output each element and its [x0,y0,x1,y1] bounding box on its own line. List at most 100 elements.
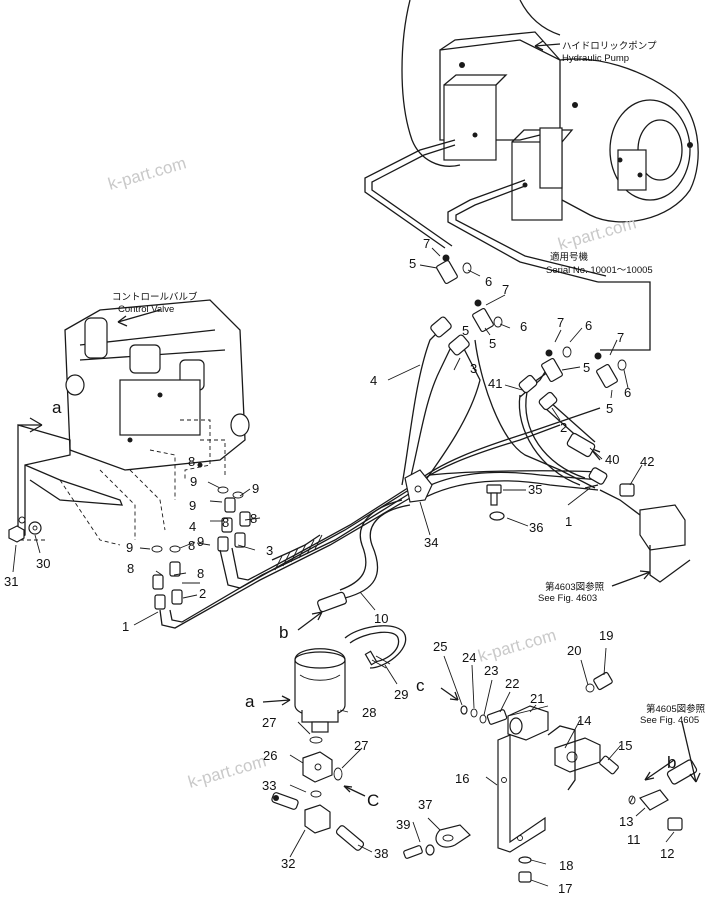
callout-8: 8 [250,511,257,526]
callout-8: 8 [188,454,195,469]
pump-outlet-lines [364,139,651,351]
see-fig-4605-jp: 第4605図参照 [646,703,706,715]
callout-25: 25 [433,639,447,654]
hose-10 [317,499,411,613]
callout-5: 5 [462,323,469,338]
callout-21: 21 [530,691,544,706]
callout-7: 7 [423,236,430,251]
callout-7: 7 [502,282,509,297]
filter-fittings [271,736,365,851]
callout-20: 20 [567,643,581,658]
callout-24: 24 [462,650,476,665]
callout-5: 5 [583,360,590,375]
watermarks: k-part.com k-part.com k-part.com k-part.… [106,153,638,791]
watermark-2: k-part.com [556,213,638,253]
callout-28: 28 [362,705,376,720]
callout-30: 30 [36,556,50,571]
callout-10: 10 [374,611,388,626]
callout-17: 17 [558,881,572,896]
see-fig-4603-jp: 第4603図参照 [545,581,605,593]
callout-16: 16 [455,771,469,786]
callout-26: 26 [263,748,277,763]
watermark-4: k-part.com [186,751,268,791]
callout-41: 41 [488,376,502,391]
callout-1: 1 [122,619,129,634]
callout-38: 38 [374,846,388,861]
ref-letter-b-hose: b [279,623,288,642]
ref-letter-c-filter: C [367,791,379,810]
callout-9: 9 [252,481,259,496]
clamp-29 [344,625,407,669]
callout-12: 12 [660,846,674,861]
serial-label-en: Serial No. 10001～10005 [546,265,653,276]
callout-23: 23 [484,663,498,678]
callout-4: 4 [189,519,196,534]
callout-2: 2 [199,586,206,601]
hydraulic-pump-drawing [401,0,699,223]
callout-9: 9 [189,498,196,513]
ref-letter-a-valve: a [52,398,62,417]
callout-3: 3 [266,543,273,558]
callout-7: 7 [617,330,624,345]
callout-5: 5 [489,336,496,351]
reference-letters: a a b b c C [52,398,676,810]
pressure-switch-40 [566,432,635,497]
callout-18: 18 [559,858,573,873]
leader-lines [12,247,675,887]
callout-22: 22 [505,676,519,691]
callout-14: 14 [577,713,591,728]
callout-35: 35 [528,482,542,497]
ref-letter-b-fitting: b [667,753,676,772]
callout-37: 37 [418,797,432,812]
callout-34: 34 [424,535,438,550]
pump-fittings [430,254,627,411]
clamp-34 [404,469,433,503]
callout-11: 11 [627,832,641,847]
callout-7: 7 [557,315,564,330]
watermark-3: k-part.com [476,625,558,665]
callout-8: 8 [222,515,229,530]
valve-14-group [460,671,698,831]
callout-40: 40 [605,452,619,467]
callout-9: 9 [197,534,204,549]
see-fig-4605-en: See Fig. 4605 [640,715,699,726]
reference-arrows [117,40,701,797]
callout-6: 6 [520,319,527,334]
serial-label-jp: 適用号機 [550,251,589,263]
callout-8: 8 [197,566,204,581]
part-callouts: 1 1 2 2 3 3 4 4 5 5 5 5 5 6 6 6 6 7 7 7 … [4,236,674,896]
callout-27: 27 [354,738,368,753]
callout-39: 39 [396,817,410,832]
callout-31: 31 [4,574,18,589]
callout-9: 9 [126,540,133,555]
callout-15: 15 [618,738,632,753]
control-valve-label-jp: コントロールバルブ [112,291,198,303]
callout-6: 6 [585,318,592,333]
hydraulic-pump-label-en: Hydraulic Pump [562,53,629,64]
callout-8: 8 [188,538,195,553]
hose-bundle [159,329,601,629]
callout-6: 6 [624,385,631,400]
bolt-35-washer-36 [486,484,505,521]
callout-6: 6 [485,274,492,289]
callout-33: 33 [262,778,276,793]
callout-2: 2 [560,420,567,435]
annotation-labels: ハイドロリックポンプ Hydraulic Pump コントロールバルブ Cont… [112,41,706,726]
callout-13: 13 [619,814,633,829]
callout-32: 32 [281,856,295,871]
hydraulic-pump-label-jp: ハイドロリックポンプ [562,41,657,52]
callout-8: 8 [127,561,134,576]
callout-19: 19 [599,628,613,643]
callout-36: 36 [529,520,543,535]
valve-fittings [151,486,251,610]
callout-4: 4 [370,373,377,388]
callout-29: 29 [394,687,408,702]
callout-5: 5 [409,256,416,271]
callout-9: 9 [190,474,197,489]
callout-3: 3 [470,361,477,376]
bolt-31-washer-30 [8,521,42,543]
control-valve-label-en: Control Valve [118,304,174,315]
ref-letter-a-filter: a [245,692,255,711]
callout-5: 5 [606,401,613,416]
